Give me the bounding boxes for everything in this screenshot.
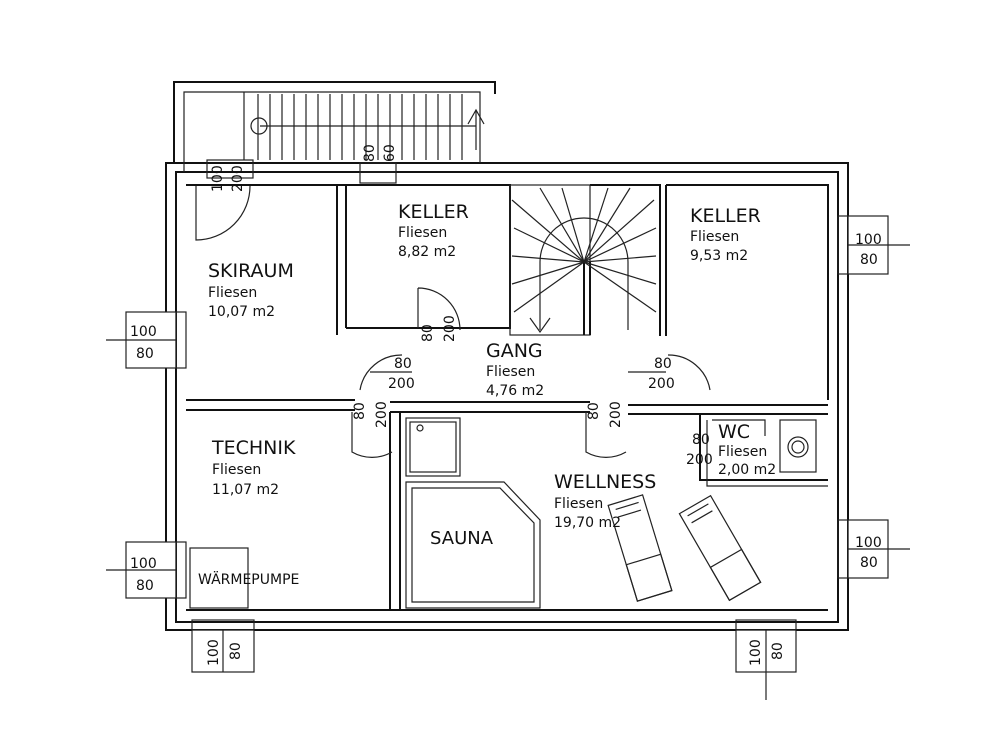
dim-label: 80 (586, 402, 602, 420)
dim-label: 80 (394, 356, 412, 372)
dim-label: 80 (860, 252, 878, 268)
loungers (607, 494, 762, 602)
outer-walls (165, 81, 849, 631)
dim-label: 100 (130, 556, 157, 572)
dim-label: 200 (230, 165, 246, 192)
dim-label: 100 (748, 639, 764, 666)
spiral-tread (511, 255, 585, 263)
dim-label: 80 (362, 144, 378, 162)
dimension-labels: 80 60 100 200 100 80 100 80 100 80 100 8… (130, 144, 882, 666)
dim-label: 200 (388, 376, 415, 392)
interior-stair (509, 184, 657, 336)
room-name: WC (718, 421, 750, 443)
interior-walls (186, 184, 829, 611)
dim-label: 200 (374, 401, 390, 428)
spiral-tread (513, 227, 585, 263)
room-name: TECHNIK (211, 437, 296, 459)
dim-label: 80 (136, 578, 154, 594)
dim-label: 80 (770, 642, 786, 660)
room-floor: Fliesen (690, 229, 739, 245)
dim-label: 100 (855, 535, 882, 551)
spiral-tread (583, 187, 609, 263)
dim-label: 80 (136, 346, 154, 362)
room-keller-2: KELLER Fliesen 9,53 m2 (690, 205, 761, 264)
room-area: 9,53 m2 (690, 248, 748, 264)
room-floor: Fliesen (398, 225, 447, 241)
room-wc: WC Fliesen 2,00 m2 (718, 421, 776, 478)
room-floor: Fliesen (212, 462, 261, 478)
heat-pump (189, 547, 249, 609)
spiral-tread (583, 187, 631, 263)
room-skiraum: SKIRAUM Fliesen 10,07 m2 (208, 260, 294, 320)
room-name: WELLNESS (554, 471, 656, 493)
windows (106, 159, 910, 700)
room-name: SKIRAUM (208, 260, 294, 282)
dim-label: 200 (608, 401, 624, 428)
spiral-tread (583, 255, 657, 263)
spiral-tread (583, 199, 655, 263)
room-technik: TECHNIK Fliesen 11,07 m2 (211, 437, 296, 498)
room-area: 2,00 m2 (718, 462, 776, 478)
room-name: KELLER (398, 201, 469, 223)
spiral-tread (583, 261, 657, 313)
doors (195, 185, 711, 458)
room-area: 10,07 m2 (208, 304, 275, 320)
spiral-tread (513, 261, 585, 313)
dim-label: 100 (210, 165, 226, 192)
room-floor: Fliesen (718, 444, 767, 460)
dim-label: 60 (382, 144, 398, 162)
dim-label: 100 (206, 639, 222, 666)
dim-label: 100 (855, 232, 882, 248)
room-name: GANG (486, 340, 543, 362)
dim-label: 200 (648, 376, 675, 392)
dim-label: 80 (352, 402, 368, 420)
sauna-cabin (405, 481, 541, 609)
sauna-label: SAUNA (430, 528, 494, 549)
dim-label: 100 (130, 324, 157, 340)
exterior-stair (243, 92, 485, 160)
room-wellness: WELLNESS Fliesen 19,70 m2 (554, 471, 656, 531)
room-floor: Fliesen (208, 285, 257, 301)
room-gang: GANG Fliesen 4,76 m2 (486, 340, 544, 399)
dim-label: 200 (686, 452, 713, 468)
room-floor: Fliesen (554, 496, 603, 512)
dim-label: 80 (228, 642, 244, 660)
room-area: 4,76 m2 (486, 383, 544, 399)
room-area: 8,82 m2 (398, 244, 456, 260)
spiral-tread (511, 199, 585, 263)
room-keller-1: KELLER Fliesen 8,82 m2 (398, 201, 469, 260)
spiral-tread (511, 261, 585, 285)
dim-label: 80 (860, 555, 878, 571)
waermepumpe-label: WÄRMEPUMPE (198, 570, 299, 588)
spiral-tread (583, 261, 657, 285)
spiral-tread (539, 187, 585, 263)
dim-label: 200 (442, 315, 458, 342)
room-floor: Fliesen (486, 364, 535, 380)
fixtures (189, 417, 809, 609)
dim-label: 80 (654, 356, 672, 372)
spiral-tread (583, 227, 657, 263)
dim-label: 80 (692, 432, 710, 448)
dim-label: 80 (420, 324, 436, 342)
spiral-tread (561, 187, 585, 263)
room-area: 11,07 m2 (212, 482, 279, 498)
room-area: 19,70 m2 (554, 515, 621, 531)
room-name: KELLER (690, 205, 761, 227)
